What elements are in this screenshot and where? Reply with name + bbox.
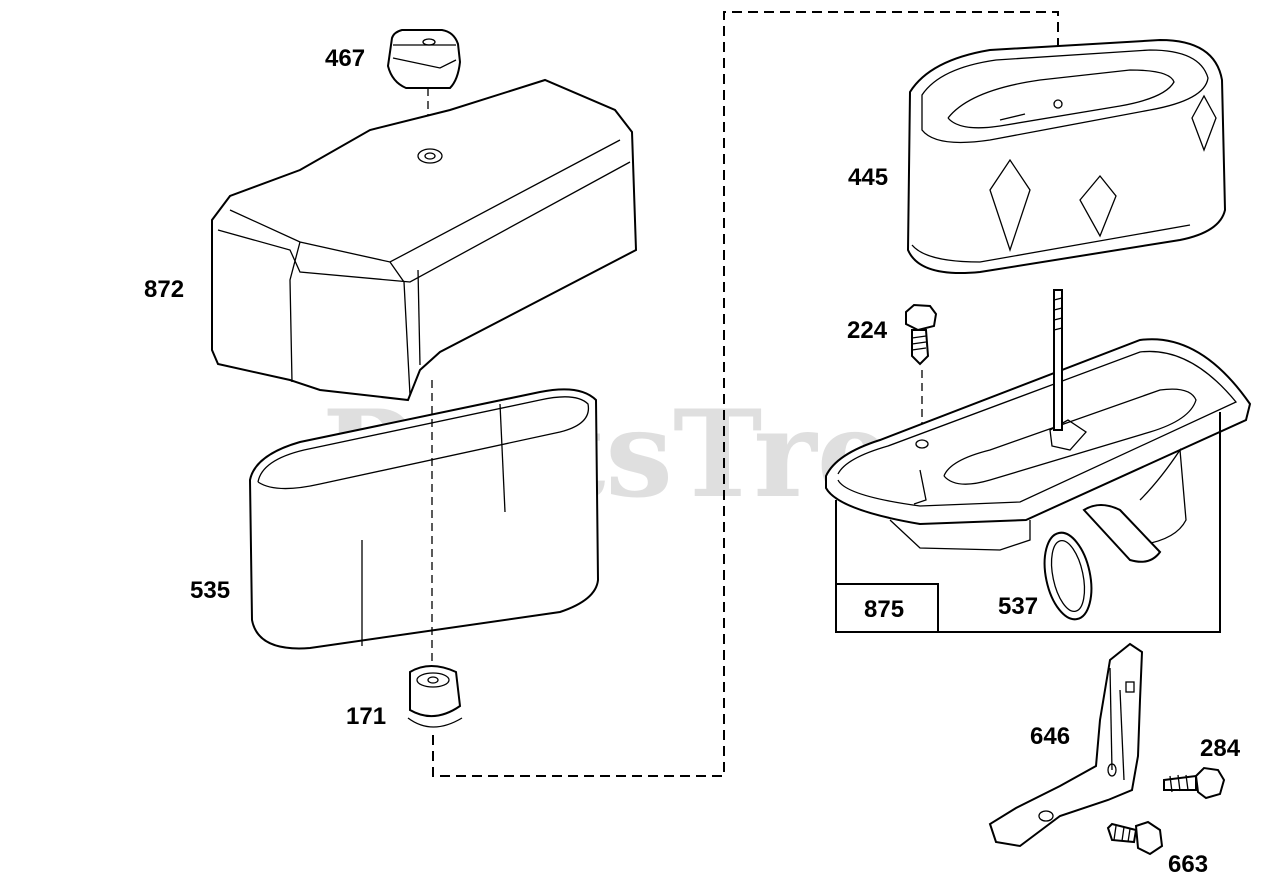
part-875-label-box	[835, 583, 939, 633]
part-467-knob[interactable]	[386, 29, 462, 89]
label-646: 646	[1030, 723, 1070, 750]
label-171: 171	[346, 703, 386, 730]
label-445: 445	[848, 164, 888, 191]
label-663: 663	[1168, 851, 1208, 878]
part-537-gasket[interactable]	[1037, 528, 1098, 623]
part-535-precleaner[interactable]	[248, 388, 600, 650]
part-663-screw[interactable]	[1106, 820, 1164, 856]
part-872-cover[interactable]	[211, 78, 638, 402]
label-467: 467	[325, 45, 365, 72]
label-537: 537	[998, 593, 1038, 620]
assembly-group-bracket	[835, 412, 1221, 633]
label-535: 535	[190, 577, 230, 604]
label-284: 284	[1200, 735, 1241, 762]
part-171-grommet[interactable]	[407, 665, 463, 728]
label-872: 872	[144, 276, 184, 303]
part-224-bolt[interactable]	[905, 303, 938, 366]
assembly-connector-line	[432, 11, 1059, 777]
part-284-screw[interactable]	[1163, 766, 1226, 800]
part-445-air-filter[interactable]	[906, 38, 1227, 275]
part-875-base[interactable]	[825, 289, 1252, 563]
label-875: 875	[864, 596, 904, 623]
part-646-bracket[interactable]	[988, 642, 1144, 848]
label-224: 224	[847, 317, 888, 344]
